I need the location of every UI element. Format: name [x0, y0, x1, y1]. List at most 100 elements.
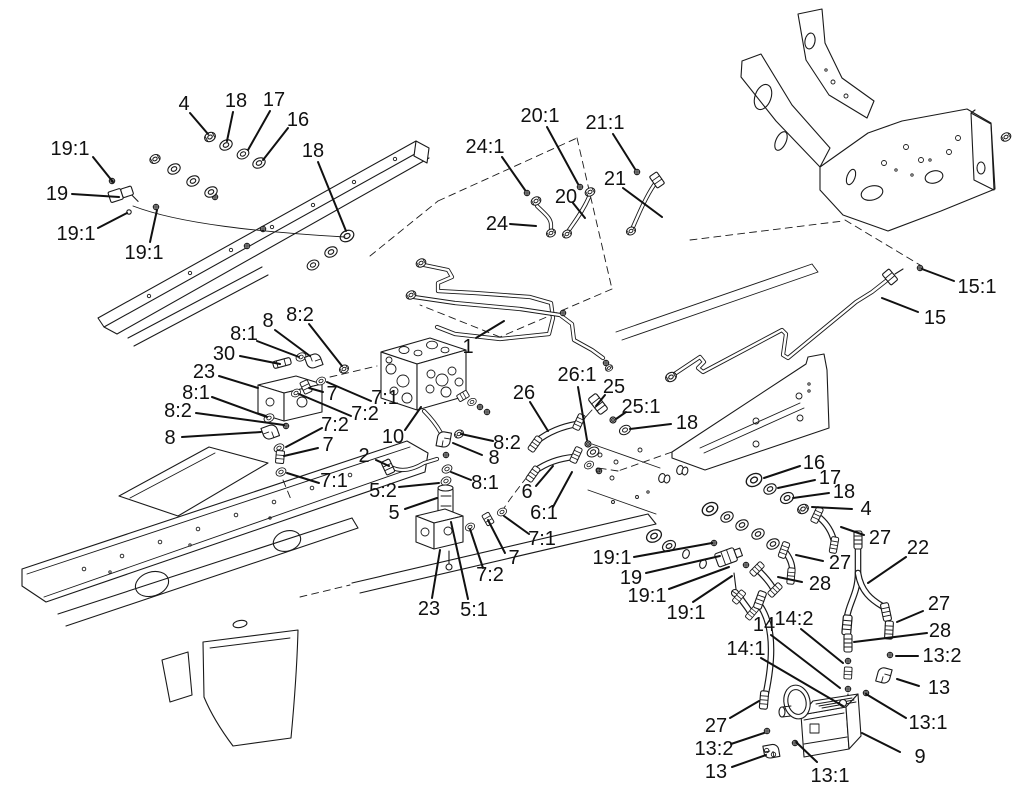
ring-14-1	[844, 685, 852, 693]
callout-leader-4	[189, 112, 209, 135]
callout-label-5-1: 5:1	[460, 599, 488, 621]
callout-label-2: 2	[358, 445, 369, 467]
callout-leader-21-1	[612, 133, 636, 170]
washer-7-1	[274, 465, 288, 479]
callout-leader-6	[535, 465, 554, 487]
elbow-8-lower	[260, 422, 281, 442]
callout-label-7-2: 7:2	[321, 414, 349, 436]
callout-leader-13-1	[865, 693, 907, 719]
ring-24-1	[523, 189, 531, 197]
callout-leader-8	[452, 442, 483, 456]
callout-leader-13-2	[730, 732, 765, 745]
ring-13-2-right	[886, 651, 894, 659]
callout-label-19: 19	[46, 183, 68, 205]
callout-leader-13	[731, 754, 767, 768]
callout-leader-27	[896, 610, 924, 623]
callout-label-8-2: 8:2	[286, 304, 314, 326]
callout-leader-8-1	[256, 340, 300, 358]
callout-label-28: 28	[929, 620, 951, 642]
callout-label-18: 18	[302, 140, 324, 162]
callout-label-13: 13	[928, 677, 950, 699]
callout-label-27: 27	[869, 527, 891, 549]
elbow-fitting-19	[107, 177, 346, 238]
callout-label-16: 16	[803, 452, 825, 474]
callout-label-30: 30	[213, 343, 235, 365]
callout-label-13-1: 13:1	[811, 765, 850, 787]
washer-18-on-rail	[337, 227, 357, 245]
callout-leader-7-2	[285, 427, 323, 448]
callout-label-20-1: 20:1	[521, 105, 560, 127]
callout-leader-7-1	[503, 515, 530, 535]
callout-leader-5-2	[398, 482, 440, 488]
callout-leader-24	[509, 223, 537, 227]
callout-leader-13-1	[795, 741, 818, 763]
callout-leader-1	[475, 320, 505, 339]
callout-leader-26	[529, 401, 549, 432]
callout-leader-2	[375, 459, 390, 467]
hardware-rows-right	[611, 465, 840, 585]
callout-label-6-1: 6:1	[530, 502, 558, 524]
callout-leader-8-2	[308, 323, 343, 367]
callout-leader-7	[487, 519, 506, 554]
callout-label-18: 18	[833, 481, 855, 503]
elbow-13-left	[762, 742, 781, 760]
ring-13-2-left	[763, 727, 771, 735]
callout-leader-22	[867, 556, 907, 584]
callout-label-15-1: 15:1	[958, 276, 997, 298]
callout-label-23: 23	[418, 598, 440, 620]
check-valve-30	[272, 357, 292, 369]
callout-leader-25	[595, 394, 606, 407]
callout-label-24: 24	[486, 213, 508, 235]
callout-leader-7	[283, 447, 319, 457]
callout-leader-8-1	[211, 396, 268, 418]
callout-label-16: 16	[287, 109, 309, 131]
callout-leader-17	[247, 110, 271, 151]
callout-label-25-1: 25:1	[622, 396, 661, 418]
washer-17-right	[761, 481, 779, 497]
manifold-block-10	[380, 337, 491, 416]
callout-leader-15-1	[921, 268, 955, 282]
callout-label-8-2: 8:2	[164, 400, 192, 422]
fitting-27-left	[758, 690, 770, 710]
fitting-28-center	[841, 614, 853, 636]
valve-block-23-left	[257, 350, 351, 479]
callout-leader-8-1	[450, 471, 472, 481]
tube-20-nut	[583, 185, 597, 199]
callout-leader-9	[861, 732, 901, 753]
callout-leader-20-1	[546, 126, 579, 185]
valve-assembly-23-bottom	[380, 411, 466, 571]
callout-label-14-1: 14:1	[727, 638, 766, 660]
callout-leader-18	[629, 423, 672, 430]
bracket-nut	[999, 130, 1013, 144]
callout-leader-19-1	[668, 566, 730, 590]
nut-4-right	[795, 501, 811, 517]
callout-label-5: 5	[388, 502, 399, 524]
callout-label-26: 26	[513, 382, 535, 404]
callout-leader-23	[218, 375, 259, 389]
nut-26-1	[584, 440, 592, 448]
callout-leader-18	[226, 111, 234, 142]
callout-leader-8-2	[195, 412, 285, 426]
callout-leader-13	[896, 678, 920, 687]
callout-label-28: 28	[809, 573, 831, 595]
callout-label-14-2: 14:2	[775, 608, 814, 630]
callout-label-27: 27	[928, 593, 950, 615]
callout-leader-23	[431, 549, 441, 599]
callout-label-13: 13	[705, 761, 727, 783]
callout-leader-26-1	[577, 386, 588, 441]
callout-label-7: 7	[326, 383, 337, 405]
callout-label-14: 14	[753, 614, 775, 636]
callout-leader-24-1	[501, 156, 526, 191]
washer-16-right	[743, 470, 765, 490]
callout-label-10: 10	[382, 426, 404, 448]
callout-label-13-2: 13:2	[923, 645, 962, 667]
callout-leader-14-2	[800, 628, 844, 664]
elbow-13-right	[875, 665, 893, 685]
nut-4	[202, 129, 218, 145]
washer-6-1	[582, 459, 596, 471]
callout-leader-18	[317, 161, 347, 232]
callout-leader-30	[239, 355, 281, 365]
